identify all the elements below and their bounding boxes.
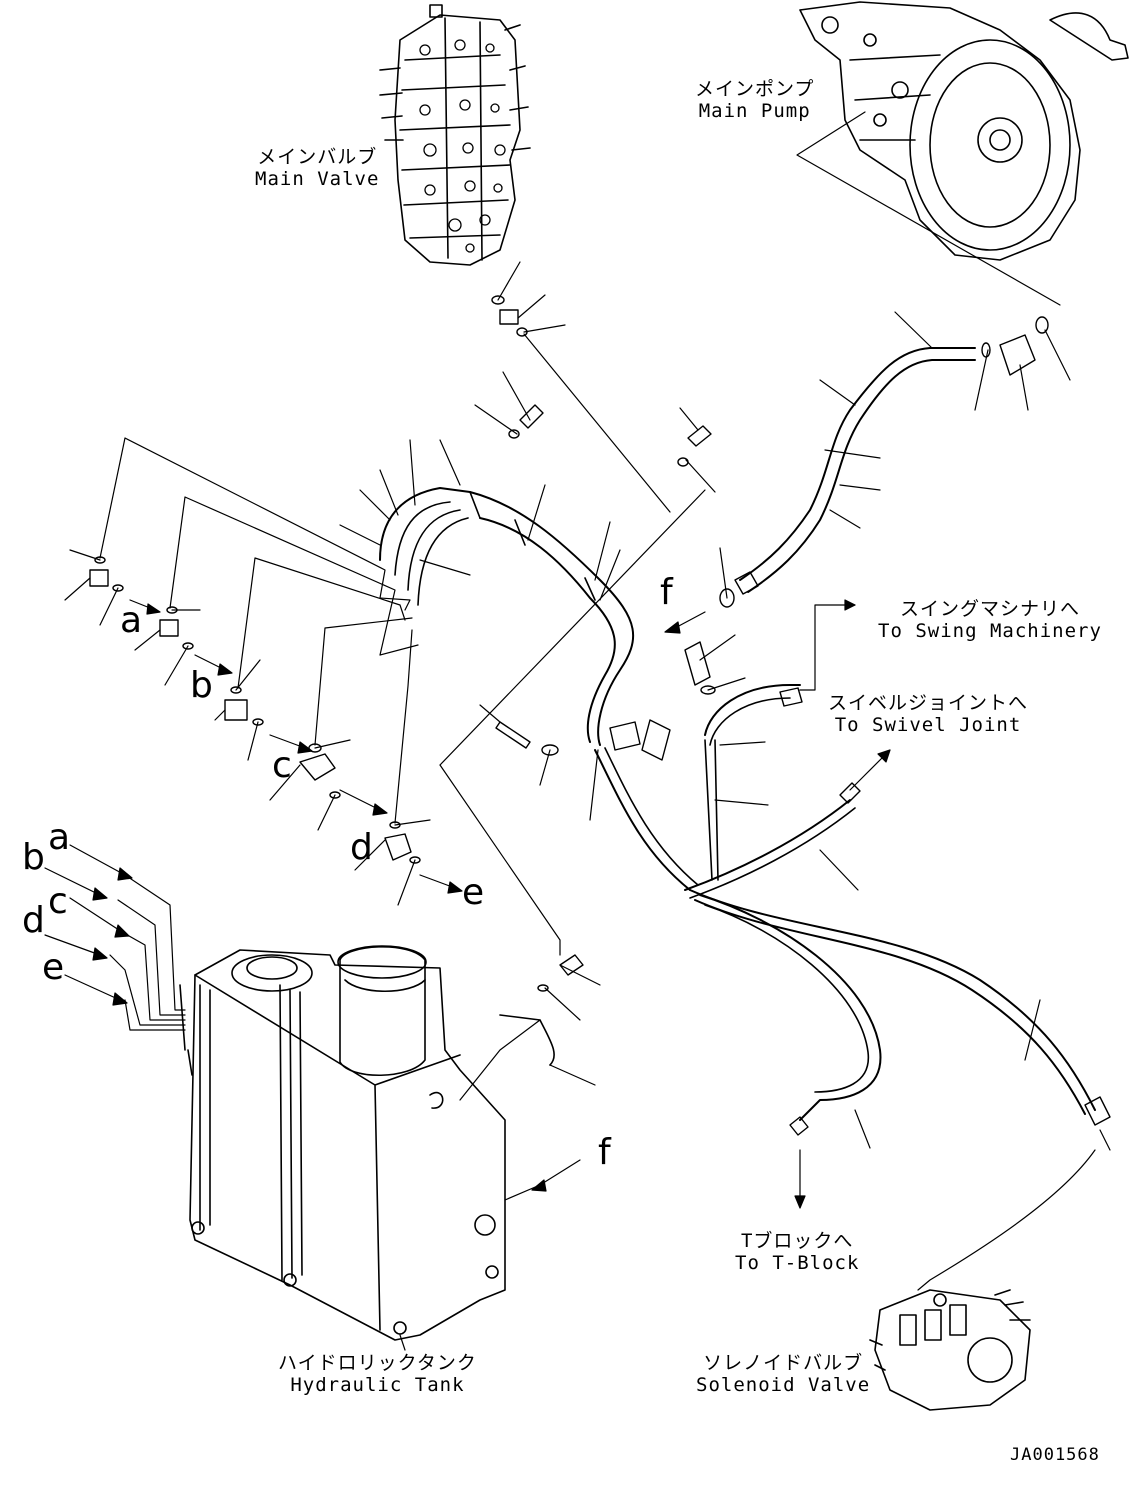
hose-lines <box>379 347 1096 1121</box>
hydraulic-tank-drawing <box>179 945 506 1341</box>
connection-letter-c-lower: c <box>48 881 68 922</box>
connection-letter-f-upper: f <box>660 572 673 613</box>
solenoid-valve-drawing <box>869 1289 1031 1411</box>
swing-machinery-label: スイングマシナリへ To Swing Machinery <box>878 598 1102 642</box>
hydraulic-tank-label: ハイドロリックタンク Hydraulic Tank <box>278 1352 477 1396</box>
connection-letter-b-lower: b <box>22 837 45 878</box>
connection-letter-f-lower: f <box>598 1132 611 1173</box>
main-pump-label-en: Main Pump <box>698 100 811 122</box>
swivel-joint-label-en: To Swivel Joint <box>834 714 1022 736</box>
hydraulic-tank-label-en: Hydraulic Tank <box>290 1374 465 1396</box>
swivel-joint-label-jp: スイベルジョイントへ <box>828 692 1029 714</box>
main-valve-drawing <box>379 4 531 266</box>
connection-letter-e-upper: e <box>462 872 485 913</box>
connection-letter-b-upper: b <box>190 665 213 706</box>
leader-lines <box>44 111 1111 1351</box>
t-block-label-jp: Tブロックへ <box>740 1230 854 1252</box>
connection-letter-c-upper: c <box>272 745 292 786</box>
swing-machinery-label-en: To Swing Machinery <box>878 620 1102 642</box>
drawing-code: JA001568 <box>1010 1445 1100 1465</box>
connection-letter-a-lower: a <box>48 817 71 858</box>
hydraulic-tank-label-jp: ハイドロリックタンク <box>278 1352 477 1374</box>
main-valve-label-en: Main Valve <box>255 168 380 190</box>
swivel-joint-label: スイベルジョイントへ To Swivel Joint <box>828 692 1028 736</box>
connection-letter-a-upper: a <box>120 600 143 641</box>
swing-machinery-label-jp: スイングマシナリへ <box>899 598 1080 620</box>
solenoid-valve-label-en: Solenoid Valve <box>696 1374 871 1396</box>
main-valve-label: メインバルブ Main Valve <box>255 146 379 190</box>
main-valve-label-jp: メインバルブ <box>257 146 378 168</box>
main-pump-label: メインポンプ Main Pump <box>695 78 814 122</box>
connection-letter-d-lower: d <box>22 900 45 941</box>
solenoid-valve-label-jp: ソレノイドバルブ <box>703 1352 864 1374</box>
main-pump-drawing <box>799 1 1129 261</box>
t-block-label: Tブロックへ To T-Block <box>735 1230 859 1274</box>
solenoid-valve-label: ソレノイドバルブ Solenoid Valve <box>696 1352 870 1396</box>
main-pump-label-jp: メインポンプ <box>695 78 815 100</box>
connection-letter-d-upper: d <box>350 827 373 868</box>
connection-letter-e-lower: e <box>42 947 65 988</box>
t-block-label-en: To T-Block <box>735 1252 860 1274</box>
